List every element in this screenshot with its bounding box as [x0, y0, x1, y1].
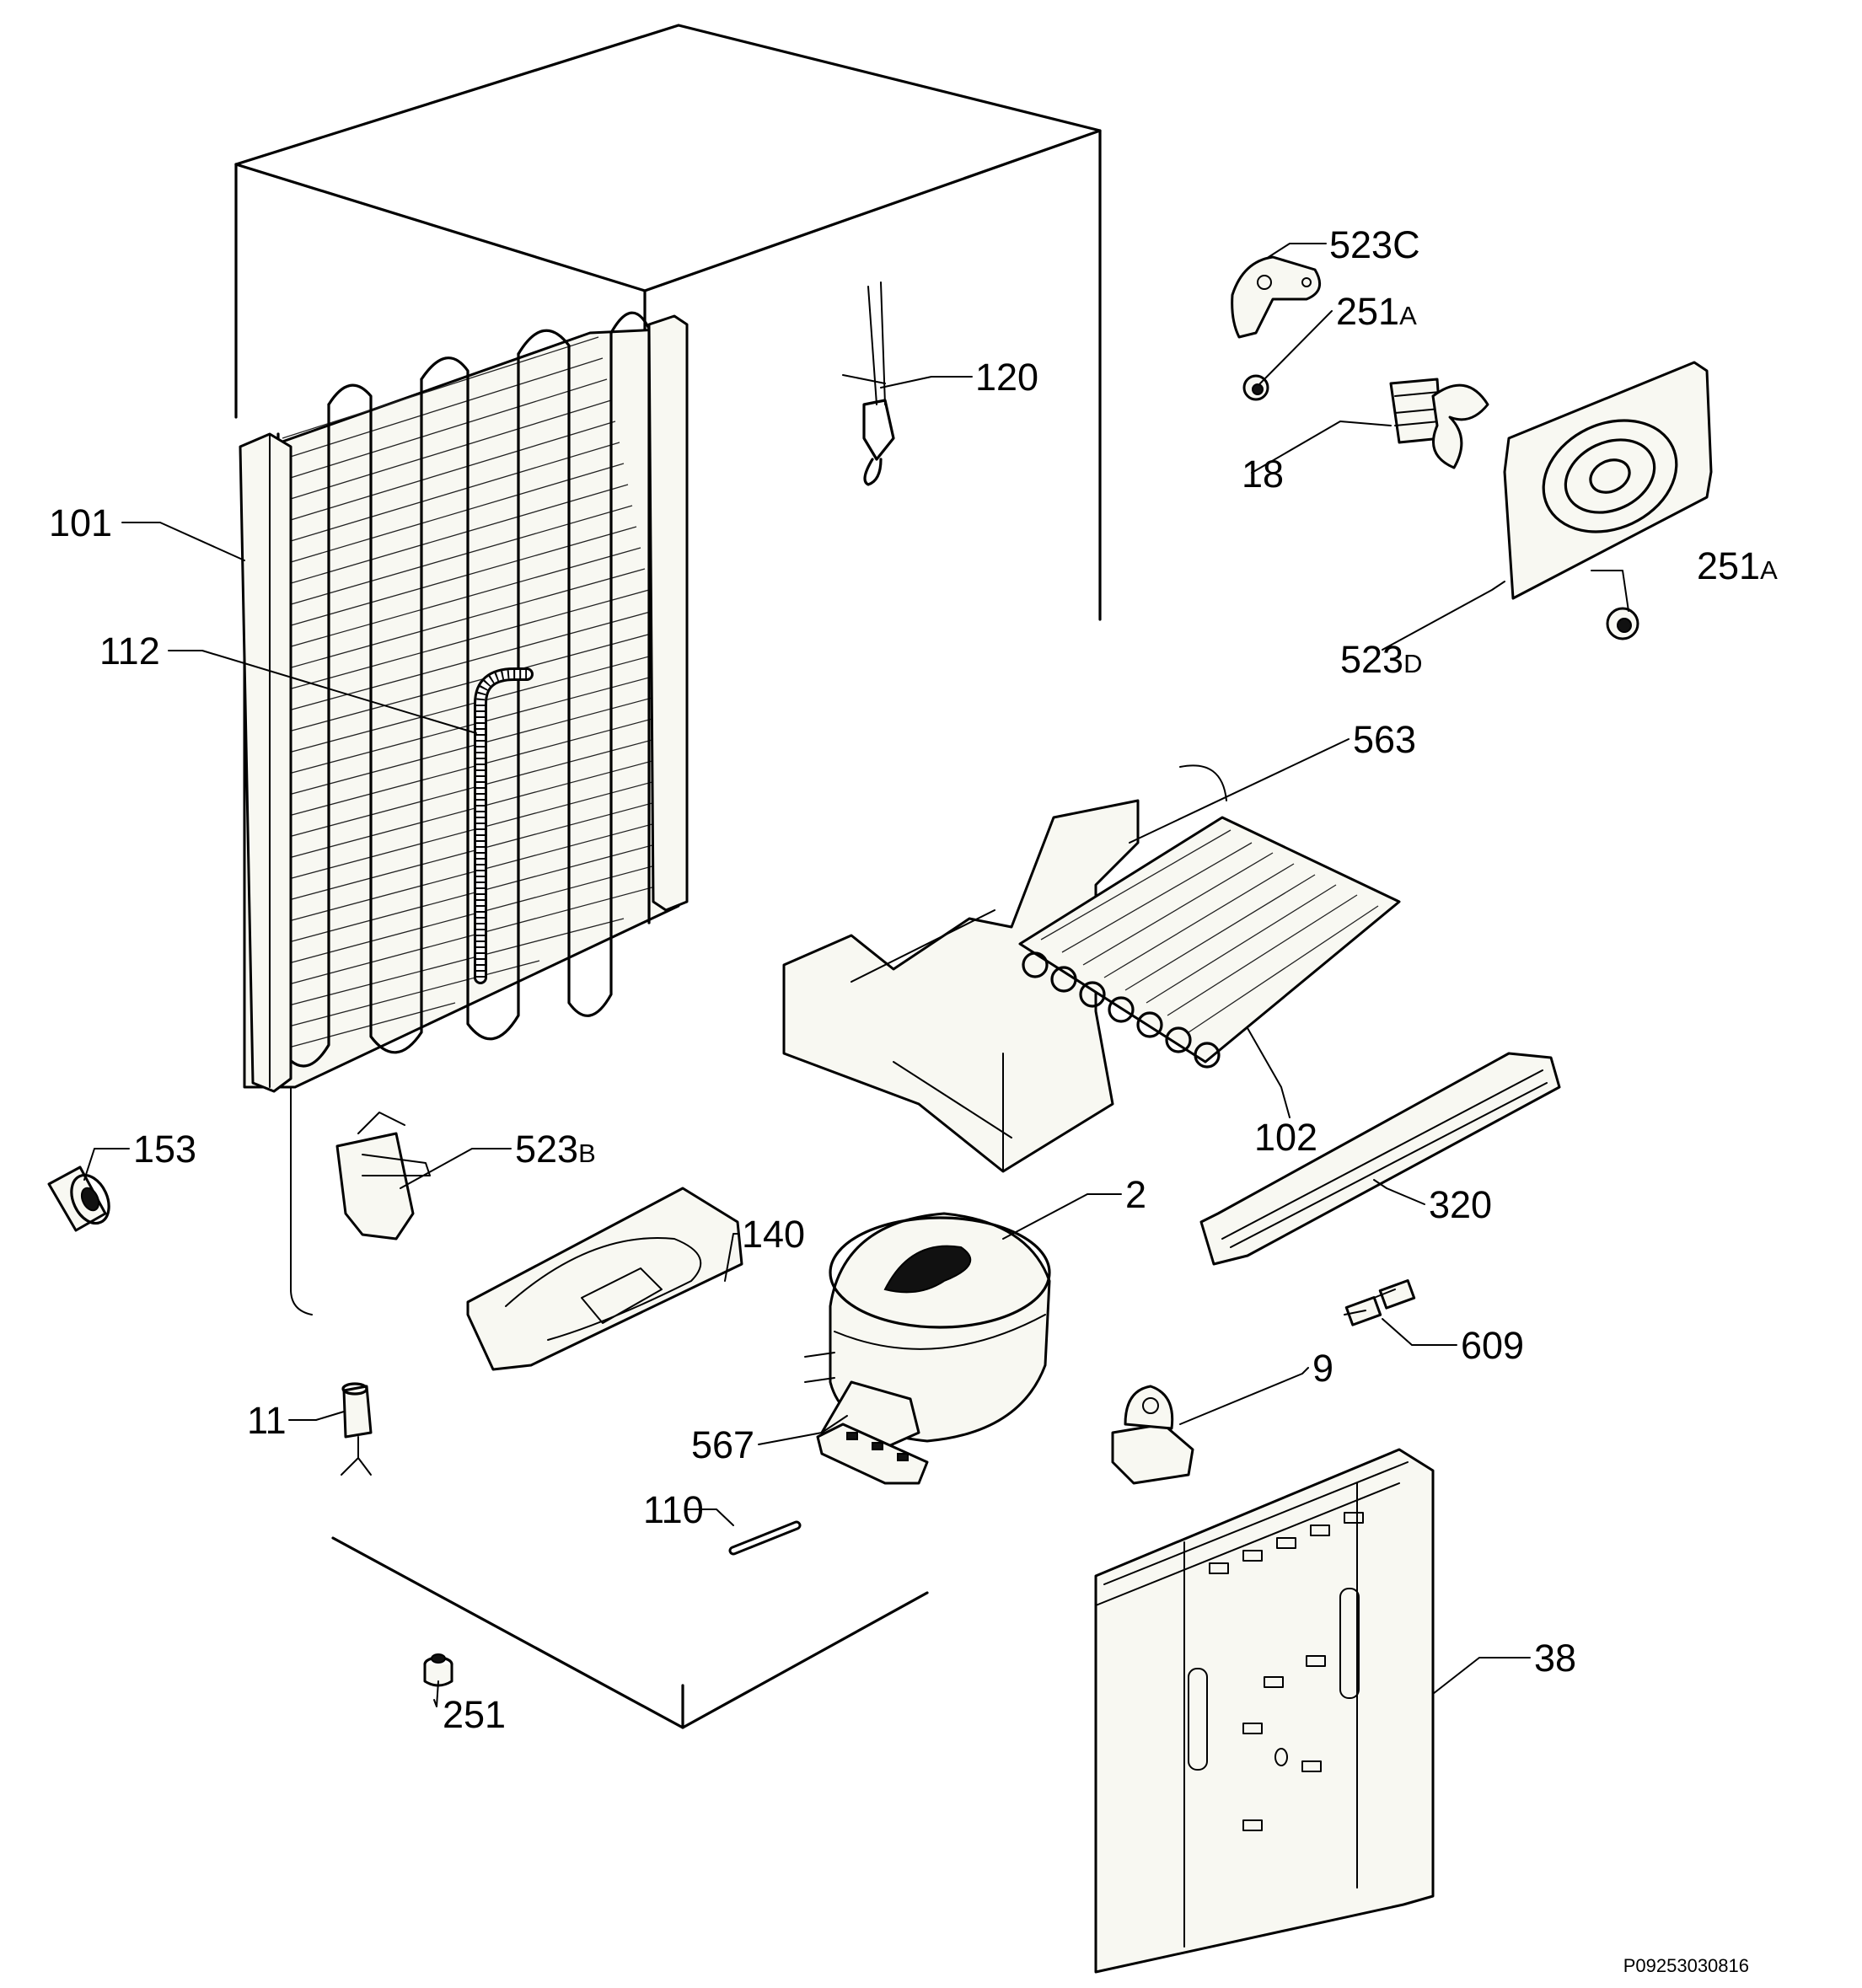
connector-part-609 — [1344, 1279, 1416, 1326]
fan-bracket-part-523c — [1231, 255, 1322, 339]
callout-labels: 101 112 120 523C 251A 18 251A 523D 563 1… — [49, 223, 1778, 1736]
thermostat-part-11 — [341, 1382, 373, 1476]
condenser-part-101 — [239, 311, 689, 1316]
callout-120: 120 — [975, 356, 1038, 399]
callout-102: 102 — [1254, 1116, 1317, 1159]
drain-tube-part-112 — [474, 667, 534, 984]
callout-112: 112 — [99, 630, 160, 672]
sensor-part-120 — [842, 281, 895, 486]
callout-320: 320 — [1429, 1183, 1492, 1226]
callout-251: 251 — [443, 1693, 506, 1736]
callout-11: 11 — [247, 1399, 287, 1442]
relay-part-9 — [1111, 1385, 1194, 1485]
callout-110: 110 — [643, 1488, 704, 1531]
rail-part-320 — [1199, 1052, 1561, 1266]
callout-523c: 523C — [1329, 223, 1420, 266]
fan-cover-part-523d — [1503, 361, 1713, 600]
callout-609: 609 — [1461, 1324, 1524, 1367]
back-cover-part-38 — [1094, 1448, 1435, 1974]
callout-251a-right: 251A — [1697, 544, 1778, 587]
leader-lines — [83, 243, 1629, 1707]
callout-140: 140 — [742, 1213, 805, 1256]
water-tray-part-140 — [466, 1187, 743, 1371]
evaporator-tray-part-563 — [782, 764, 1227, 1173]
fan-motor-part-18 — [1389, 378, 1489, 469]
callout-153: 153 — [133, 1128, 196, 1171]
callout-101: 101 — [49, 501, 112, 544]
evaporator-coil-part-102 — [1018, 816, 1401, 1069]
lamp-holder-part-153 — [47, 1165, 110, 1232]
callout-38: 38 — [1534, 1637, 1576, 1680]
pin-part-110 — [728, 1520, 802, 1556]
compressor-mount-part-567 — [816, 1380, 929, 1485]
callout-523b: 523B — [515, 1128, 596, 1171]
callout-18: 18 — [1242, 453, 1284, 496]
cabinet-outline — [234, 24, 1102, 1729]
callout-563: 563 — [1353, 718, 1416, 761]
callout-523d: 523D — [1340, 638, 1422, 681]
callout-567: 567 — [691, 1423, 754, 1466]
callout-9: 9 — [1312, 1347, 1333, 1390]
compressor-part-2 — [804, 1212, 1051, 1443]
callout-251a-top: 251A — [1336, 290, 1417, 333]
callout-2: 2 — [1125, 1173, 1146, 1216]
drawing-code: P09253030816 — [1623, 1955, 1749, 1976]
clip-part-523b — [335, 1112, 431, 1240]
rubber-bush-part-251a-right — [1606, 607, 1639, 640]
